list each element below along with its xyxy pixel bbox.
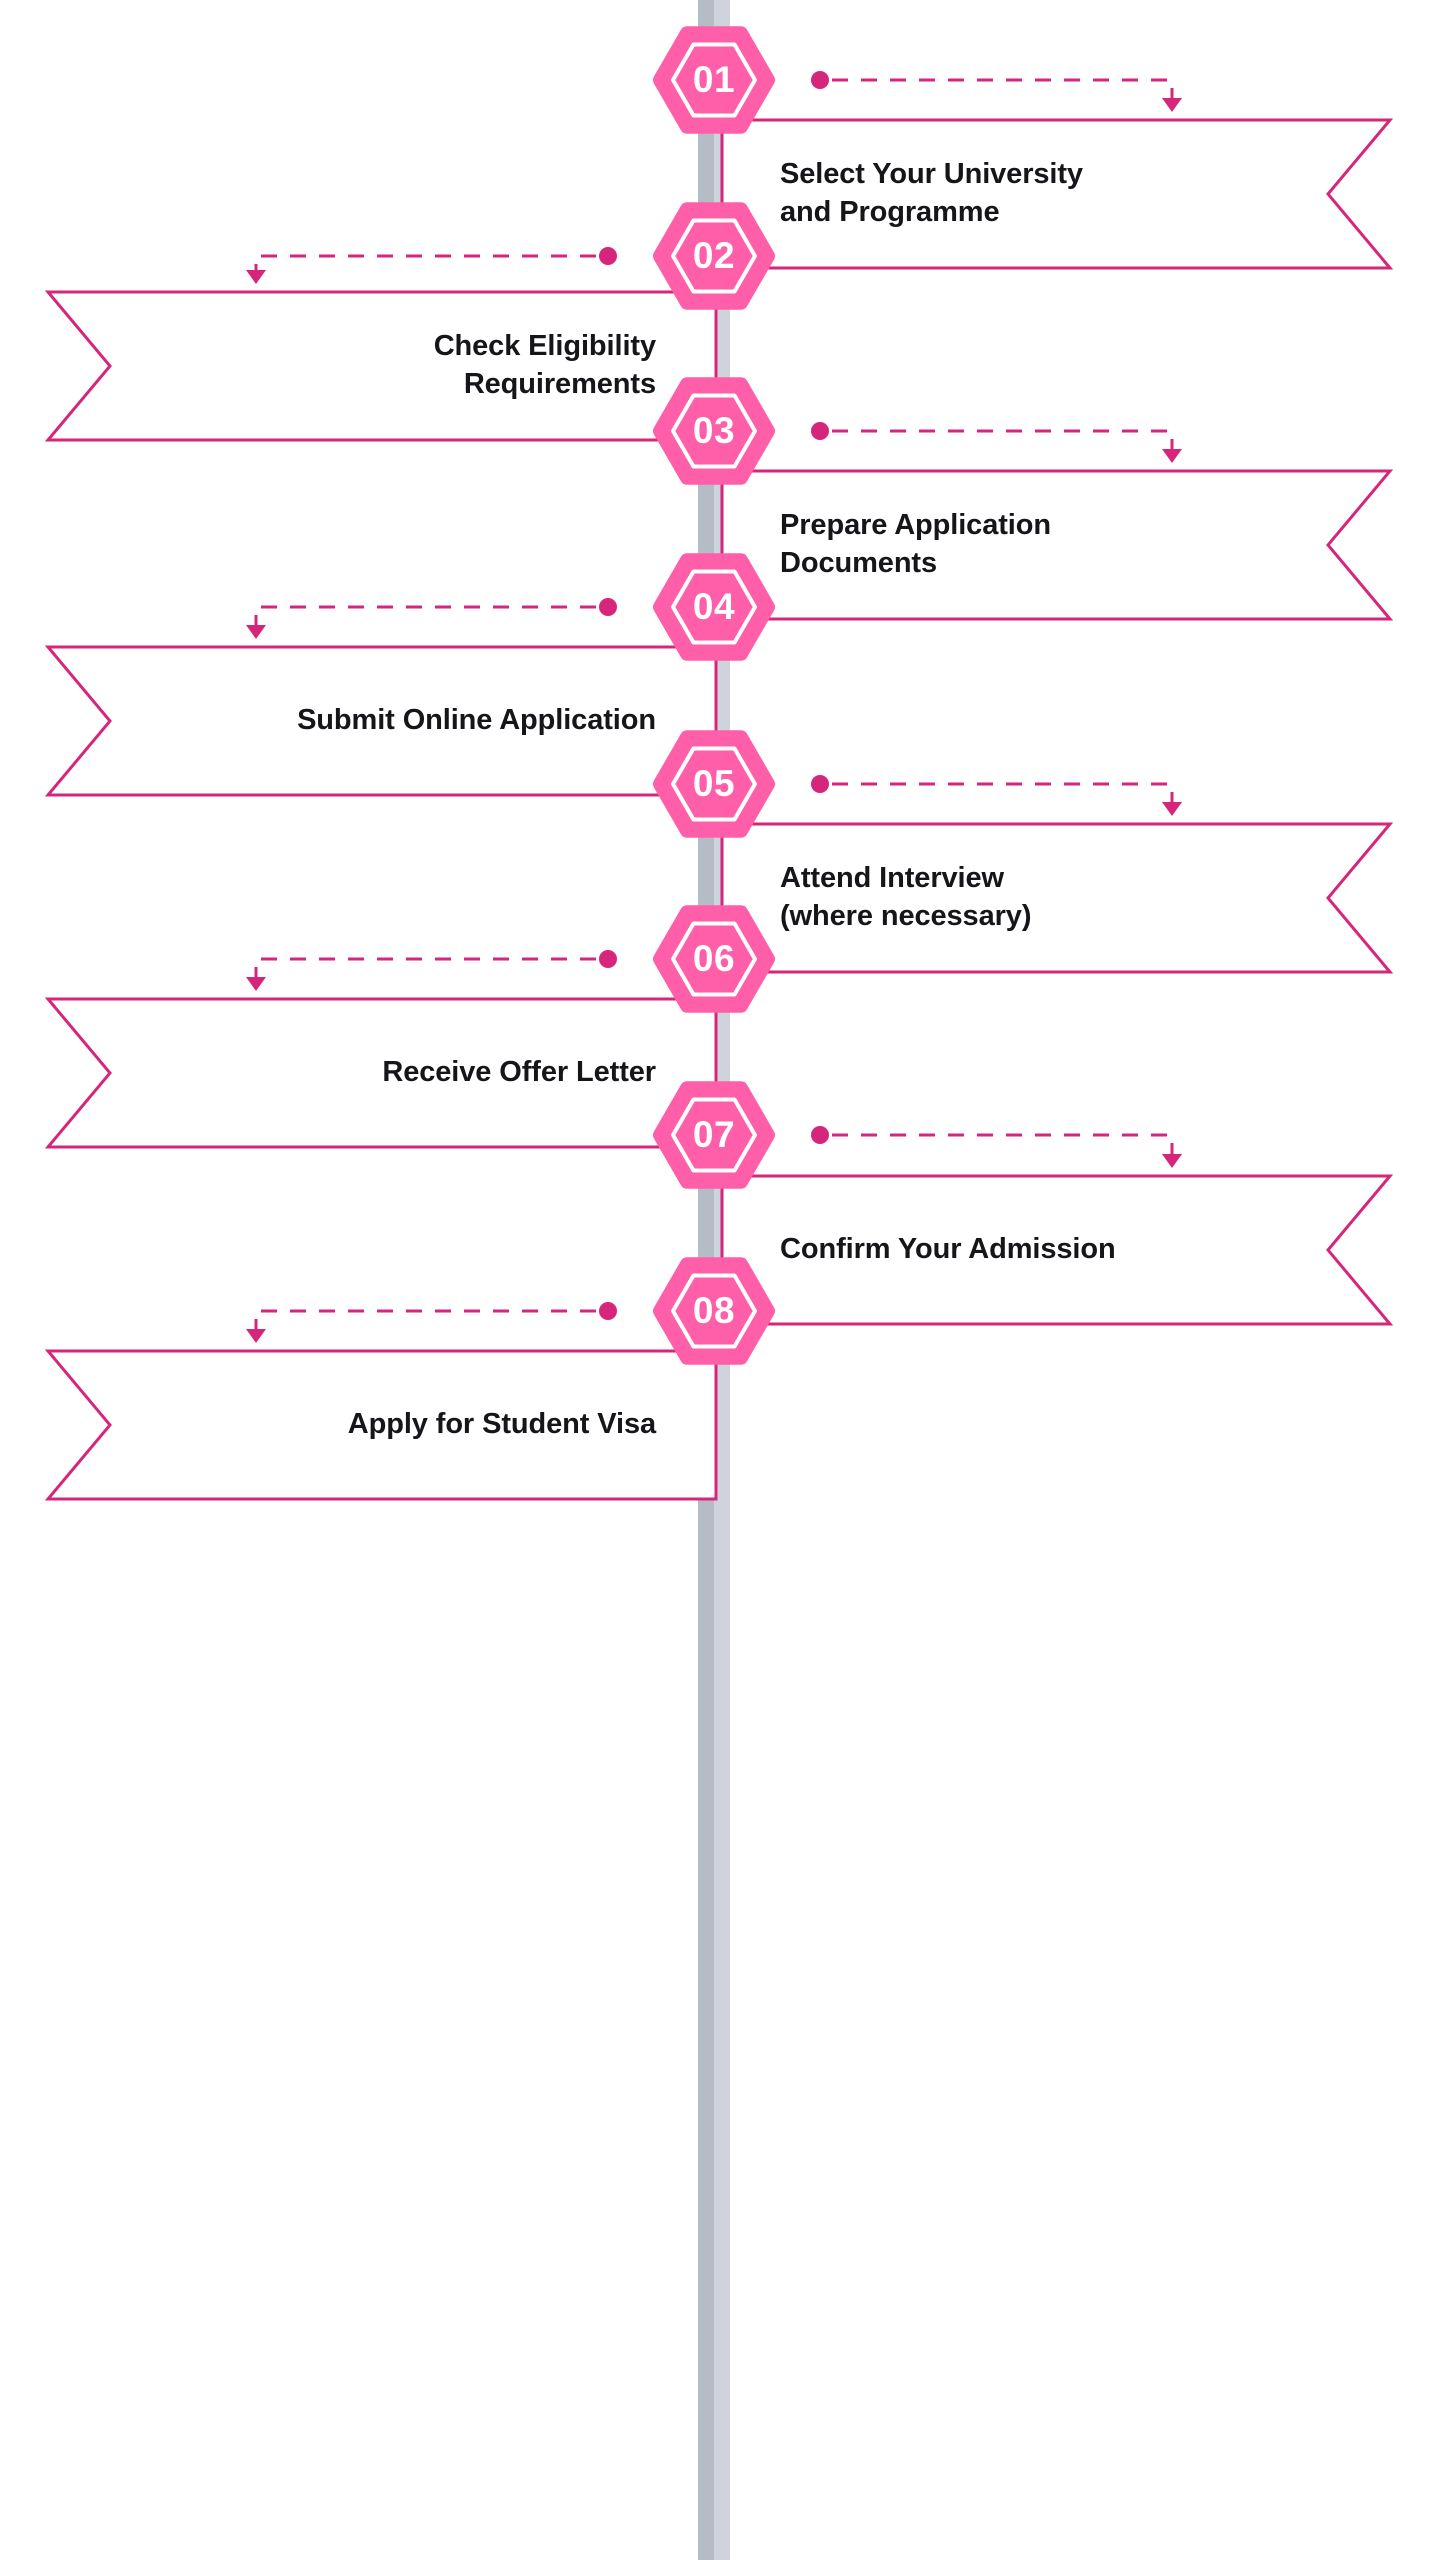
step-number: 01 (692, 59, 736, 100)
step-label: Receive Offer Letter (382, 1056, 656, 1089)
step-ribbon[interactable]: Select Your University and Programme (722, 120, 1390, 268)
dashed-arrow-icon (242, 242, 624, 308)
step-number: 04 (692, 586, 736, 627)
step-ribbon[interactable]: Confirm Your Admission (722, 1176, 1390, 1324)
hexagon-badge-icon[interactable]: 06 (653, 903, 775, 1015)
hexagon-badge-icon[interactable]: 08 (653, 1255, 775, 1367)
step-number: 07 (692, 1114, 736, 1155)
step-number: 08 (692, 1290, 736, 1331)
hexagon-badge-icon[interactable]: 02 (653, 200, 775, 312)
hexagon-badge-icon[interactable]: 07 (653, 1079, 775, 1191)
step-ribbon[interactable]: Prepare Application Documents (722, 471, 1390, 619)
step-label: Select Your University and Programme (780, 158, 1083, 228)
dashed-arrow-icon (806, 1121, 1188, 1192)
dashed-arrow-icon (806, 66, 1188, 136)
step-ribbon[interactable]: Check Eligibility Requirements (48, 292, 716, 440)
step-number: 06 (692, 938, 736, 979)
step-number: 03 (692, 410, 736, 451)
step-number: 02 (692, 235, 736, 276)
dashed-arrow-icon (806, 770, 1188, 840)
step-label: Attend Interview (where necessary) (780, 862, 1032, 932)
hexagon-badge-icon[interactable]: 04 (653, 551, 775, 663)
step-label: Apply for Student Visa (347, 1408, 656, 1441)
step-label: Confirm Your Admission (780, 1233, 1116, 1266)
dashed-arrow-icon (806, 417, 1188, 487)
step-label: Check Eligibility Requirements (433, 330, 656, 400)
step-label: Prepare Application Documents (780, 509, 1051, 579)
step-number: 05 (692, 763, 736, 804)
step-ribbon[interactable]: Submit Online Application (48, 647, 716, 795)
hexagon-badge-icon[interactable]: 01 (653, 24, 775, 136)
dashed-arrow-icon (242, 593, 624, 663)
step-ribbon[interactable]: Receive Offer Letter (48, 999, 716, 1147)
hexagon-badge-icon[interactable]: 05 (653, 728, 775, 840)
dashed-arrow-icon (242, 945, 624, 1015)
step-ribbon[interactable]: Attend Interview (where necessary) (722, 824, 1390, 972)
dashed-arrow-icon (242, 1297, 624, 1367)
step-label: Submit Online Application (297, 704, 656, 737)
step-ribbon[interactable]: Apply for Student Visa (48, 1351, 716, 1499)
hexagon-badge-icon[interactable]: 03 (653, 375, 775, 487)
